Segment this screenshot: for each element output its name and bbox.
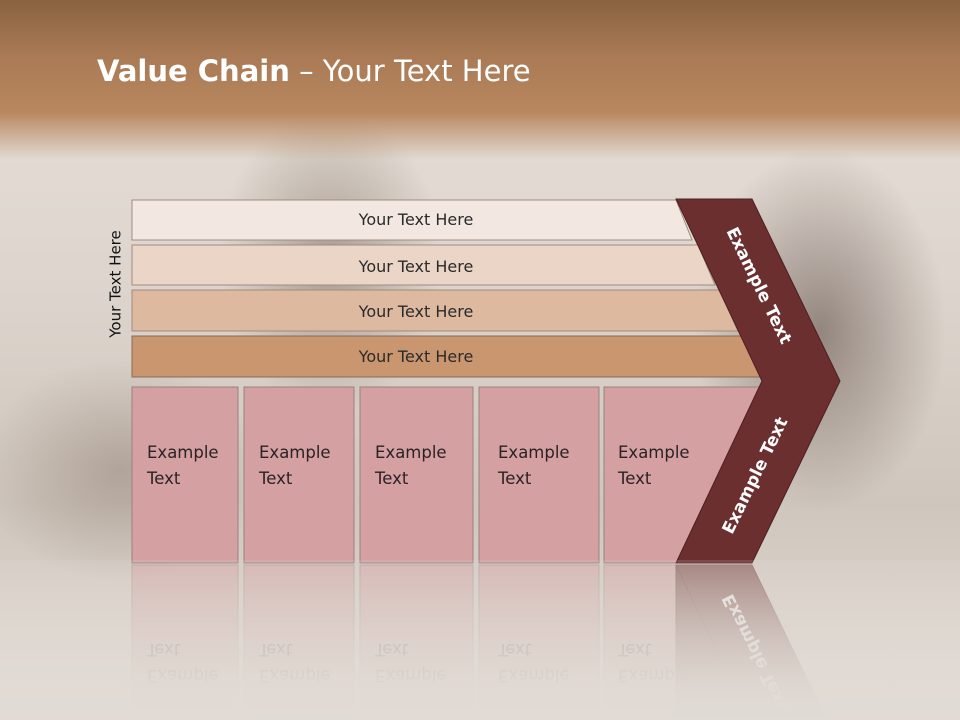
bar-3[interactable]: Your Text Here: [131, 289, 739, 332]
title-banner: [0, 0, 960, 160]
margin-chevron[interactable]: Example Text Example Text: [675, 198, 841, 564]
bar-1-label: Your Text Here: [358, 210, 474, 229]
bottom-fade: [0, 560, 960, 720]
bar-1[interactable]: Your Text Here: [131, 199, 693, 241]
bar-4[interactable]: Your Text Here: [131, 335, 763, 378]
activity-box-1-line1: Example: [147, 443, 219, 462]
activity-box-3-line2: Text: [374, 469, 409, 488]
bar-2[interactable]: Your Text Here: [131, 244, 716, 286]
bar-3-label: Your Text Here: [358, 302, 474, 321]
title-bold: Value Chain: [97, 54, 290, 88]
activity-box-2-line1: Example: [259, 443, 331, 462]
activity-box-1-line2: Text: [146, 469, 181, 488]
title-rest: – Your Text Here: [289, 54, 531, 88]
bar-2-label: Your Text Here: [358, 257, 474, 276]
activity-box-3[interactable]: Example Text: [359, 386, 474, 564]
slide-title: Value Chain – Your Text Here: [97, 54, 531, 88]
activity-box-4-line1: Example: [498, 443, 570, 462]
activity-box-4[interactable]: Example Text: [478, 386, 600, 564]
activity-box-2-line2: Text: [258, 469, 293, 488]
activity-box-3-line1: Example: [375, 443, 447, 462]
activity-box-5-line2: Text: [617, 469, 652, 488]
activity-box-4-line2: Text: [497, 469, 532, 488]
activity-box-5-line1: Example: [618, 443, 690, 462]
activity-box-5[interactable]: Example Text: [603, 386, 761, 564]
activity-box-2[interactable]: Example Text: [243, 386, 355, 564]
bar-4-label: Your Text Here: [358, 347, 474, 366]
activity-box-1[interactable]: Example Text: [131, 386, 239, 564]
